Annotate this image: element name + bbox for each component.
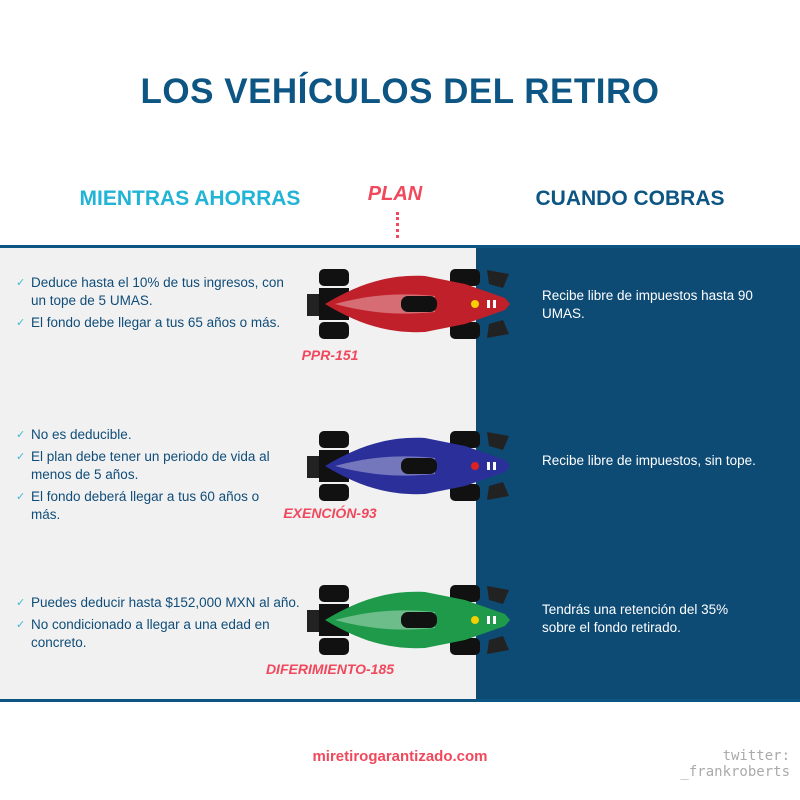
check-icon: ✓ (16, 619, 26, 631)
car-icon (307, 269, 510, 339)
bullet-text: El fondo deberá llegar a tus 60 años o m… (31, 489, 260, 522)
payout-panel (476, 248, 800, 699)
bullet-text: No condicionado a llegar a una edad en c… (31, 617, 270, 650)
bullet-item: ✓ Puedes deducir hasta $152,000 MXN al añ… (16, 594, 316, 612)
check-icon: ✓ (16, 429, 26, 441)
check-icon: ✓ (16, 491, 26, 503)
car-icon (307, 585, 510, 655)
page-title: LOS VEHÍCULOS DEL RETIRO (140, 72, 660, 111)
bullet-text: No es deducible. (31, 427, 132, 442)
payout-text: Recibe libre de impuestos hasta 90 UMAS. (542, 288, 753, 321)
payout-text: Tendrás una retención del 35% sobre el f… (542, 602, 729, 635)
check-icon: ✓ (16, 451, 26, 463)
check-icon: ✓ (16, 317, 26, 329)
twitter-handle: twitter: _frankroberts (680, 748, 790, 780)
bullet-item: ✓ No condicionado a llegar a una edad en … (16, 616, 316, 652)
website-link[interactable]: miretirogarantizado.com (312, 748, 488, 765)
header-payout: CUANDO COBRAS (535, 187, 725, 210)
bullet-item: ✓ No es deducible. (16, 426, 286, 444)
plan-bullets: ✓ Deduce hasta el 10% de tus ingresos, co… (16, 274, 296, 336)
bullet-text: El fondo debe llegar a tus 65 años o más… (31, 315, 281, 330)
bullet-item: ✓ El fondo debe llegar a tus 65 años o má… (16, 314, 296, 332)
car-icon (307, 431, 510, 501)
divider-bottom (0, 699, 800, 702)
header-saving: MIENTRAS AHORRAS (79, 187, 301, 210)
plan-name: PPR-151 (301, 347, 359, 363)
bullet-text: Puedes deducir hasta $152,000 MXN al año… (31, 595, 300, 610)
bullet-item: ✓ El plan debe tener un periodo de vida a… (16, 448, 286, 484)
bullet-text: El plan debe tener un periodo de vida al… (31, 449, 270, 482)
plan-bullets: ✓ No es deducible. ✓ El plan debe tener un… (16, 426, 286, 528)
bullet-item: ✓ El fondo deberá llegar a tus 60 años o … (16, 488, 286, 524)
plan-name: EXENCIÓN-93 (283, 505, 377, 521)
bullet-text: Deduce hasta el 10% de tus ingresos, con… (31, 275, 284, 308)
plan-name: DIFERIMIENTO-185 (265, 661, 395, 677)
header-plan: PLAN (367, 183, 423, 205)
payout-text: Recibe libre de impuestos, sin tope. (542, 453, 756, 468)
check-icon: ✓ (16, 277, 26, 289)
divider-top (0, 245, 800, 248)
check-icon: ✓ (16, 597, 26, 609)
plan-bullets: ✓ Puedes deducir hasta $152,000 MXN al añ… (16, 594, 316, 656)
plan-dotted-line (396, 212, 399, 238)
bullet-item: ✓ Deduce hasta el 10% de tus ingresos, co… (16, 274, 296, 310)
